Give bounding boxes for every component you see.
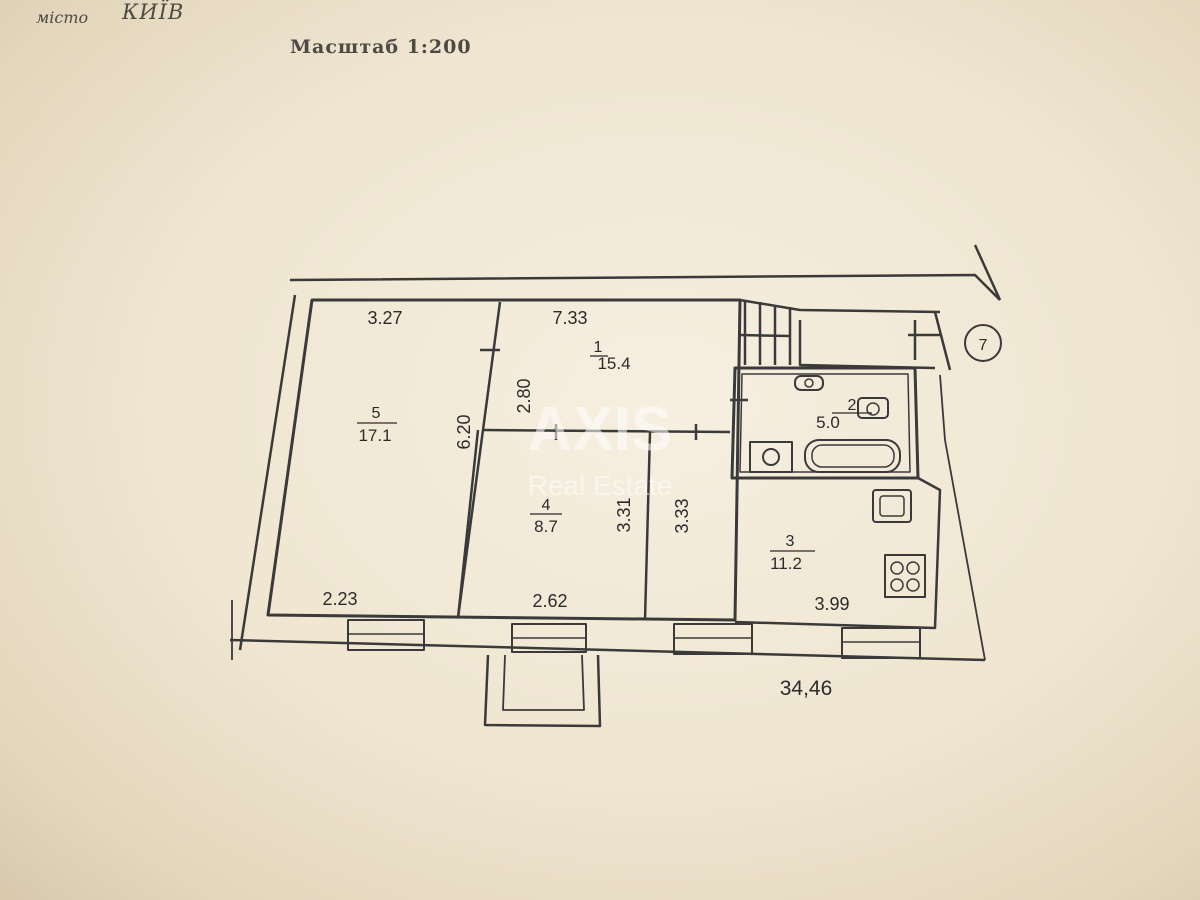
room-1-area: 15.4 <box>597 354 630 373</box>
watermark-brand: AXIS <box>528 395 673 464</box>
watermark: AXIS Real Estate <box>528 395 673 501</box>
scale-label: Масштаб 1:200 <box>290 36 472 58</box>
room-3-number: 3 <box>786 533 795 550</box>
dim-room1-top: 7.33 <box>552 308 587 328</box>
section-marker: 7 <box>964 324 1002 362</box>
city-name: КИЇВ <box>122 0 185 24</box>
room-2-area: 5.0 <box>816 413 840 432</box>
total-area: 34,46 <box>780 677 833 700</box>
dim-room1-side: 2.80 <box>514 378 534 413</box>
room-5-area: 17.1 <box>358 426 391 445</box>
room-1-number: 1 <box>594 339 603 356</box>
city-label: місто <box>36 8 89 27</box>
dim-room5-top: 3.27 <box>367 308 402 328</box>
room-4-number: 4 <box>542 497 551 514</box>
room-3-area: 11.2 <box>770 554 802 573</box>
room-4-area: 8.7 <box>534 517 558 536</box>
dim-room5-side: 6.20 <box>454 414 474 449</box>
watermark-sub: Real Estate <box>528 470 673 501</box>
dim-room3-side: 3.33 <box>672 498 692 533</box>
section-marker-number: 7 <box>979 337 988 354</box>
dim-room5-bottom: 2.23 <box>322 589 357 609</box>
dim-room3-bottom: 3.99 <box>814 594 849 614</box>
dim-room4-side: 3.31 <box>614 497 634 532</box>
room-2-number: 2 <box>848 397 857 414</box>
walls <box>229 244 1002 728</box>
room-5-number: 5 <box>372 405 381 422</box>
room-labels: 1 15.4 2 5.0 3 11.2 4 8.7 5 17.1 <box>357 339 872 573</box>
dim-room4-bottom: 2.62 <box>532 591 567 611</box>
dimension-labels: 3.27 6.20 2.23 7.33 2.80 3.31 2.62 3.33 … <box>322 308 849 614</box>
